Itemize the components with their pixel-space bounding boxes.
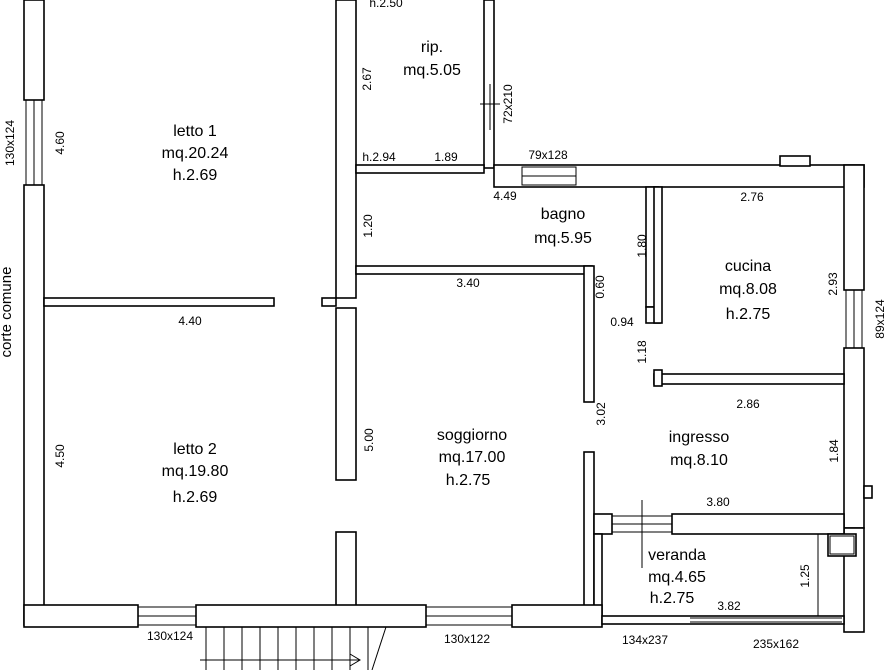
- dim-cucina-east: 2.93: [826, 272, 840, 296]
- dim-bagno-east: 1.80: [635, 234, 649, 258]
- wall-veranda-corner: [827, 533, 857, 557]
- wall-letto-partition: [43, 297, 275, 307]
- room-height-soggiorno: h.2.75: [446, 472, 491, 489]
- room-name-bagno: bagno: [541, 206, 586, 223]
- wall-east-upper: [843, 164, 865, 291]
- wall-soggiorno-east-lower: [583, 451, 595, 625]
- room-area-veranda: mq.4.65: [648, 569, 706, 586]
- dim-corridor-side: 1.18: [635, 340, 649, 364]
- room-height-veranda: h.2.75: [650, 590, 695, 607]
- opening-labels: 130x124 72x210 79x128 89x124 130x124 130…: [3, 84, 887, 651]
- wall-rip-east: [483, 0, 495, 169]
- wall-bagno-south: [355, 265, 593, 275]
- wall-cucina-west: [653, 186, 663, 324]
- wall-cucina-south: [653, 373, 845, 385]
- room-area-rip: mq.5.05: [403, 62, 461, 79]
- room-area-soggiorno: mq.17.00: [439, 449, 506, 466]
- wall-rip-south: [355, 164, 485, 174]
- dimension-lines: [812, 533, 824, 617]
- opening-window-bagno: 79x128: [528, 148, 568, 162]
- wall-ingresso-east-stub: [863, 485, 873, 499]
- wall-letto-partition-stub: [321, 297, 337, 307]
- room-height-letto1: h.2.69: [173, 167, 218, 184]
- wall-east-lower: [843, 347, 865, 529]
- dim-soggiorno-north: 3.40: [456, 276, 480, 290]
- wall-cucina-stub: [653, 369, 663, 387]
- wall-south-west: [23, 604, 139, 628]
- wall-ingresso-south-right: [671, 513, 845, 535]
- opening-window-veranda: 235x162: [753, 637, 799, 651]
- dim-letto-partition: 4.40: [178, 314, 202, 328]
- wall-soggiorno-east-upper: [583, 265, 595, 403]
- dimension-labels: 4.60 4.40 4.50 2.67 h.2.94 1.89 4.49 1.2…: [53, 67, 841, 613]
- room-area-ingresso: mq.8.10: [670, 452, 728, 469]
- room-name-letto1: letto 1: [173, 123, 217, 140]
- room-height-letto2: h.2.69: [173, 489, 218, 506]
- wall-ingresso-south-left: [593, 513, 613, 535]
- dim-soggiorno-nook: 0.60: [593, 275, 607, 299]
- room-name-rip: rip.: [421, 39, 443, 56]
- dim-bagno-west: 1.20: [361, 214, 375, 238]
- dim-corridor: 0.94: [610, 315, 634, 329]
- side-label: corte comune: [0, 267, 15, 358]
- opening-door-rip: 72x210: [501, 84, 515, 124]
- dim-letto1-west: 4.60: [53, 131, 67, 155]
- room-labels: letto 1 mq.20.24 h.2.69 letto 2 mq.19.80…: [162, 0, 777, 607]
- room-name-veranda: veranda: [648, 547, 706, 564]
- room-area-letto1: mq.20.24: [162, 145, 229, 162]
- room-area-bagno: mq.5.95: [534, 230, 592, 247]
- wall-west-lower: [23, 184, 45, 626]
- dim-rip-south: 1.89: [434, 150, 458, 164]
- room-height-cucina: h.2.75: [726, 306, 771, 323]
- room-area-letto2: mq.19.80: [162, 463, 229, 480]
- dim-rip-height: h.2.94: [362, 150, 396, 164]
- room-name-cucina: cucina: [725, 258, 771, 275]
- room-name-ingresso: ingresso: [669, 429, 730, 446]
- dim-soggiorno-east: 3.02: [594, 402, 608, 426]
- dim-veranda-depth: 1.25: [798, 564, 812, 588]
- wall-south-east: [511, 604, 603, 628]
- opening-window-letto2: 130x124: [147, 629, 193, 643]
- dim-veranda-south: 3.82: [717, 599, 741, 613]
- opening-window-soggiorno: 130x122: [444, 632, 490, 646]
- dim-ingresso-north: 2.86: [736, 397, 760, 411]
- opening-window-letto1: 130x124: [3, 120, 17, 166]
- wall-south-mid: [195, 604, 427, 628]
- dim-soggiorno-west: 5.00: [362, 428, 376, 452]
- opening-door-veranda: 134x237: [622, 633, 668, 647]
- room-name-soggiorno: soggiorno: [437, 427, 507, 444]
- entrance-stairs: [200, 626, 387, 670]
- dim-ingresso-east: 1.84: [827, 439, 841, 463]
- openings: [25, 84, 863, 626]
- wall-west-upper: [23, 0, 45, 101]
- dim-ingresso-south: 3.80: [706, 495, 730, 509]
- dim-cucina-north: 2.76: [740, 190, 764, 204]
- wall-letto1-east: [335, 0, 357, 299]
- opening-window-cucina: 89x124: [873, 299, 887, 339]
- room-name-letto2: letto 2: [173, 441, 217, 458]
- wall-south-veranda: [601, 615, 845, 625]
- veranda-inner-box: [829, 535, 855, 555]
- room-area-cucina: mq.8.08: [719, 281, 777, 298]
- room-height-rip: h.2.50: [369, 0, 403, 10]
- dim-letto2-west: 4.50: [53, 444, 67, 468]
- wall-letto1-east-lower: [335, 307, 357, 481]
- chimney: [779, 155, 811, 167]
- dim-rip-west: 2.67: [360, 67, 374, 91]
- dim-bagno-north: 4.49: [493, 189, 517, 203]
